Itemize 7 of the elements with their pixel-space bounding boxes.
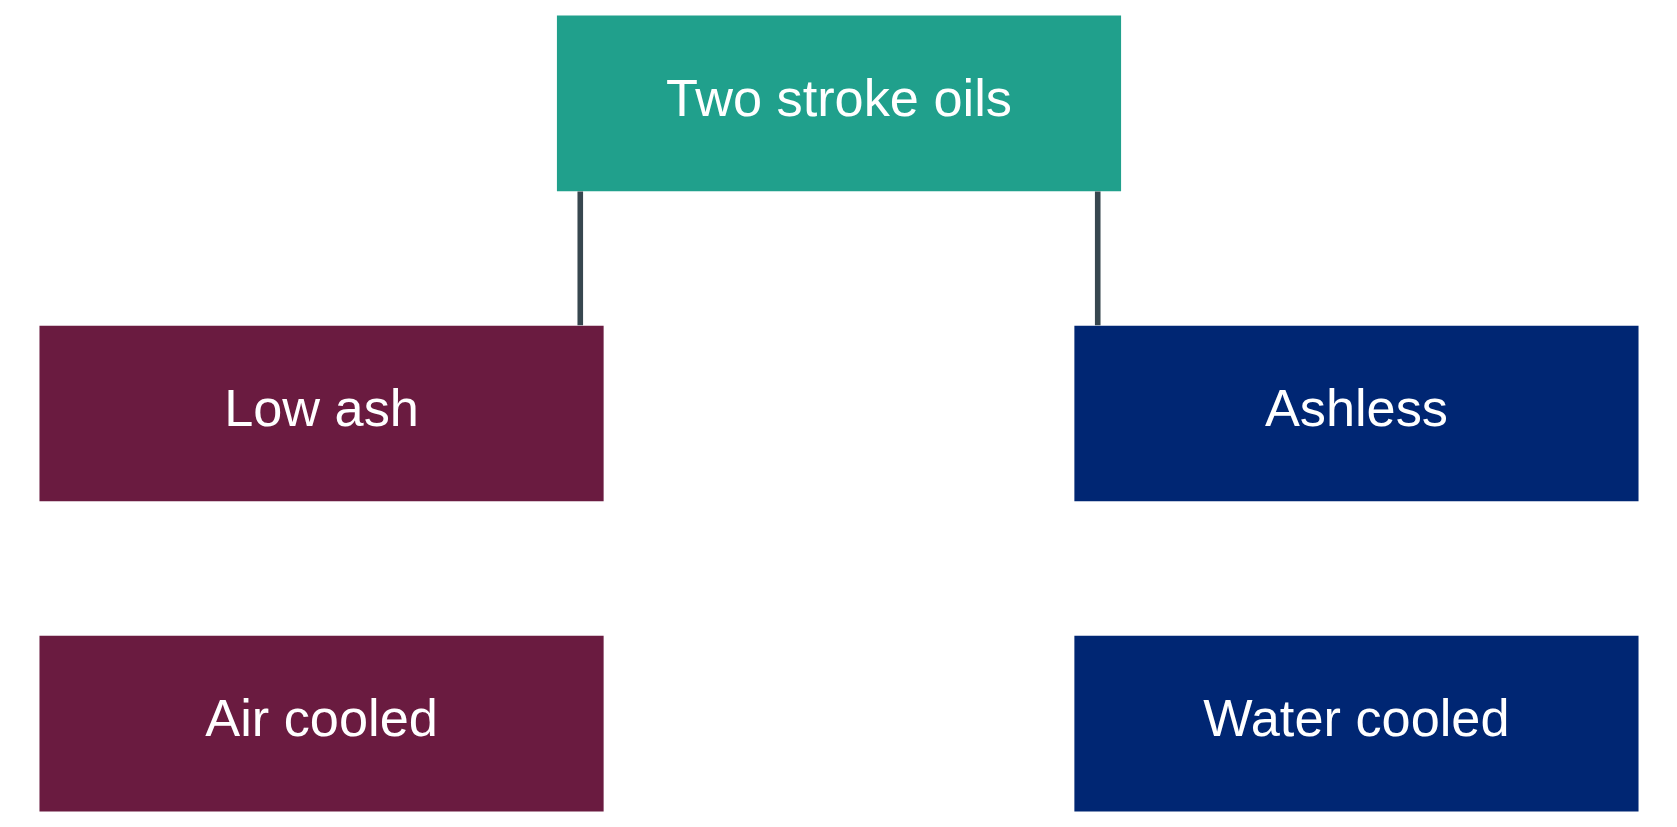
connector [576, 191, 583, 326]
node-box: Two stroke oils [556, 15, 1121, 192]
node-box: Water cooled [1073, 635, 1639, 812]
node-box: Low ash [38, 325, 604, 502]
connector [1094, 191, 1101, 326]
node-box: Ashless [1073, 325, 1639, 502]
node-box: Air cooled [38, 635, 604, 812]
